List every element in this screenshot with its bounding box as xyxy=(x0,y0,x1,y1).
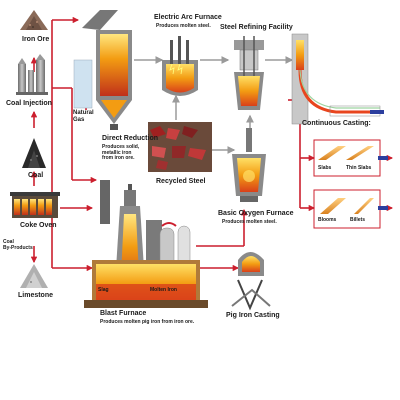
coal-icon xyxy=(22,138,46,168)
molten-iron-label: Molten Iron xyxy=(150,287,177,293)
slag-label: Slag xyxy=(98,287,109,293)
blast-furnace-desc: Produces molten pig iron from iron ore. xyxy=(100,319,195,325)
iron-ore-label: Iron Ore xyxy=(22,36,50,43)
recycled-steel-icon xyxy=(148,122,212,172)
continuous-casting-label: Continuous Casting: xyxy=(302,120,371,127)
pig-iron-casting-label: Pig Iron Casting xyxy=(226,312,280,319)
coal-injection-label: Coal Injection xyxy=(6,100,52,107)
blast-furnace-icon xyxy=(84,180,208,308)
red-connectors xyxy=(30,16,394,272)
basic-oxygen-furnace-desc: Produces molten steel. xyxy=(222,219,277,225)
dr-desc-line3: from iron ore. xyxy=(102,155,135,161)
slabs-marker xyxy=(378,156,388,160)
bloom-shape xyxy=(320,198,346,214)
billets-label: Billets xyxy=(350,217,366,223)
thin-slabs-label: Thin Slabs xyxy=(346,165,372,171)
natural-gas-tank xyxy=(73,59,93,109)
pig-iron-casting-icon xyxy=(231,252,271,311)
coal-byproducts-label: Coal By-Products xyxy=(3,239,33,251)
continuous-casting-icon xyxy=(291,33,384,125)
basic-oxygen-furnace-label: Basic Oxygen Furnace xyxy=(218,210,294,217)
natural-gas-line1: Natural xyxy=(73,110,94,116)
natural-gas-line2: Gas xyxy=(73,116,85,123)
slabs-label: Slabs xyxy=(318,165,332,171)
blooms-marker xyxy=(378,206,388,210)
slabs-products xyxy=(313,139,388,177)
thin-slab-shape xyxy=(346,146,374,160)
electric-arc-furnace-label: Electric Arc Furnace xyxy=(154,14,222,21)
blooms-products xyxy=(313,189,388,229)
basic-oxygen-furnace-icon xyxy=(232,128,266,202)
billet-shape xyxy=(354,198,374,214)
coal-injection-icon xyxy=(16,54,48,95)
steel-refining-label: Steel Refining Facility xyxy=(220,24,293,31)
electric-arc-furnace-desc: Produces molten steel. xyxy=(156,23,211,29)
natural-gas-label: Natural Gas xyxy=(73,110,94,123)
blast-furnace-label: Blast Furnace xyxy=(100,310,147,317)
electric-arc-furnace-icon xyxy=(162,36,198,96)
recycled-steel-label: Recycled Steel xyxy=(156,178,206,185)
slab-shape xyxy=(318,146,346,160)
blooms-label: Blooms xyxy=(318,217,337,223)
iron-ore-icon xyxy=(20,10,48,30)
steel-refining-icon xyxy=(234,36,264,110)
conveyor xyxy=(82,10,118,30)
coke-oven-icon xyxy=(10,192,60,218)
dr-desc-line2: metallic iron xyxy=(102,149,132,156)
stack-left xyxy=(100,180,110,224)
coke-oven-label: Coke Oven xyxy=(20,222,57,229)
coal-byproducts-line2: By-Products xyxy=(3,244,33,251)
limestone-icon xyxy=(20,264,48,288)
direct-reduction-desc: Produces solid, metallic iron from iron … xyxy=(102,144,140,162)
coal-label: Coal xyxy=(28,172,44,179)
coal-byproducts-line1: Coal xyxy=(3,239,14,245)
direct-reduction-label: Direct Reduction xyxy=(102,135,159,142)
dr-desc-line1: Produces solid, xyxy=(102,144,140,150)
direct-reduction-icon xyxy=(73,10,132,130)
limestone-label: Limestone xyxy=(18,292,54,299)
